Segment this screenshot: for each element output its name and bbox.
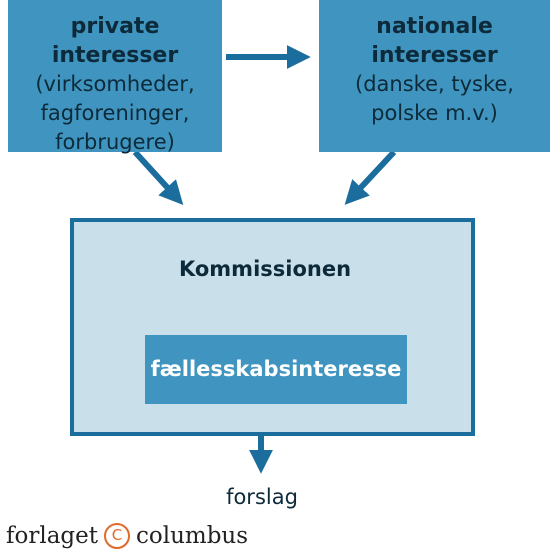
national-interests-box: nationale interesser (danske, tyske, pol… [319,0,550,152]
publisher-name-left: forlaget [6,523,98,549]
private-interests-title: private interesser [51,14,179,68]
commission-label: Kommissionen [178,257,352,281]
publisher-name-right: columbus [136,523,249,549]
copyright-icon: C [104,523,130,549]
national-interests-line: polske m.v.) [371,101,498,125]
arrow-private-to-commission [132,149,184,205]
national-interests-title: nationale [376,14,493,39]
private-interests-line: fagforeninger, [40,101,190,125]
proposal-label: forslag [226,485,298,509]
private-interests-box: private interesser (virksomheder, fagfor… [8,0,222,154]
common-interest-box: fællesskabsinteresse [145,335,407,404]
publisher-logo: forlaget C columbus [6,518,248,554]
national-interests-title: interesser [371,43,498,68]
national-interests-line: (danske, tyske, [355,72,514,96]
private-interests-line: forbrugere) [55,130,175,154]
private-interests-line: (virksomheder, [35,72,195,96]
arrow-national-to-commission [344,149,397,205]
